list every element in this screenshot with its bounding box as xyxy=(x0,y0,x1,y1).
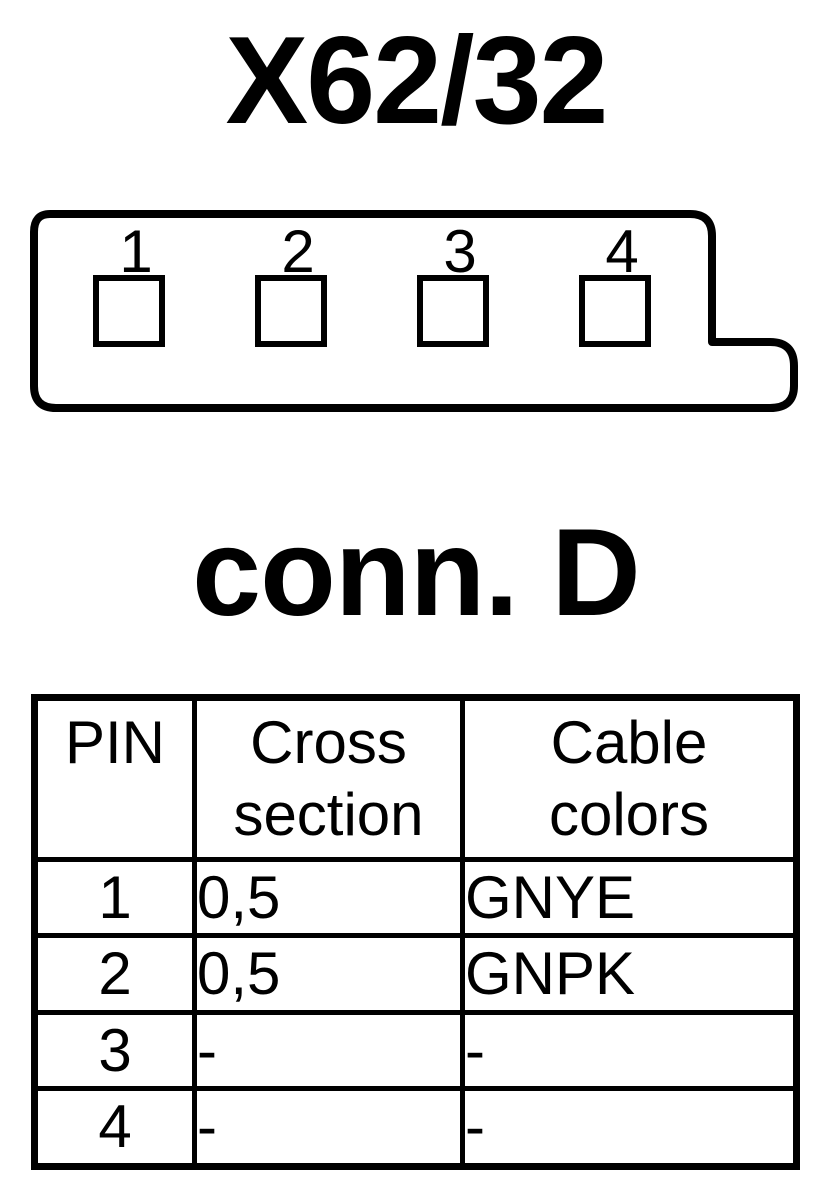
pin-number-2: 2 xyxy=(281,218,314,285)
pin-socket-3 xyxy=(417,275,489,347)
cell-pin: 3 xyxy=(32,1009,197,1092)
connector-outline xyxy=(30,210,798,412)
cell-cross-section: - xyxy=(192,1086,465,1169)
connector-title: X62/32 xyxy=(225,12,608,150)
cell-cable-color: GNYE xyxy=(460,856,799,939)
pin-socket-2 xyxy=(255,275,327,347)
pin-socket-1 xyxy=(93,275,165,347)
cell-pin: 4 xyxy=(32,1086,197,1169)
pin-number-3: 3 xyxy=(443,218,476,285)
header-pin: PIN xyxy=(32,695,197,862)
cell-pin: 1 xyxy=(32,856,197,939)
cell-cross-section: 0,5 xyxy=(192,856,465,939)
connector-diagram: 1 2 3 4 xyxy=(30,210,798,412)
cell-pin: 2 xyxy=(32,933,197,1015)
cell-cross-section: 0,5 xyxy=(192,933,465,1015)
cell-cable-color: - xyxy=(460,1009,799,1092)
table-row: 4-- xyxy=(32,1086,799,1169)
cell-cable-color: GNPK xyxy=(460,933,799,1015)
pin-socket-4 xyxy=(579,275,651,347)
cell-cable-color: - xyxy=(460,1086,799,1169)
pin-number-1: 1 xyxy=(119,218,152,285)
pin-number-4: 4 xyxy=(605,218,638,285)
table-row: 3-- xyxy=(32,1009,799,1092)
connector-subtitle: conn. D xyxy=(192,504,641,642)
cell-cross-section: - xyxy=(192,1009,465,1092)
